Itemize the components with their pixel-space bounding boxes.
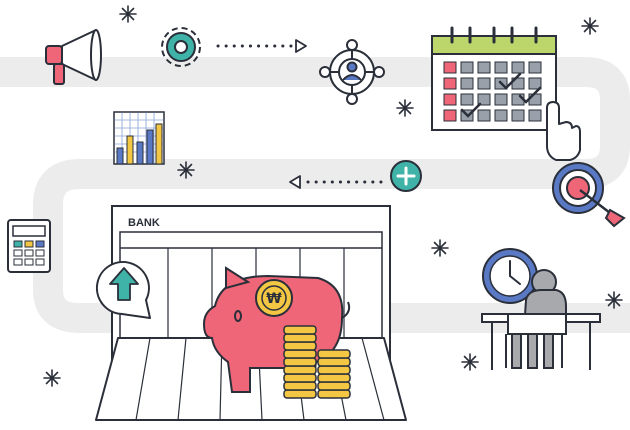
calendar-day-cell	[494, 109, 508, 122]
calendar-day-cell	[477, 61, 491, 74]
coin	[317, 381, 351, 391]
target-arrow-icon	[552, 162, 626, 228]
won-symbol: ₩	[266, 291, 282, 307]
coin	[283, 365, 317, 375]
calendar-icon	[431, 26, 557, 131]
sparkle-icon	[396, 99, 414, 117]
calendar-day-cell	[460, 93, 474, 106]
coin	[283, 389, 317, 399]
coin	[283, 333, 317, 343]
coin	[283, 373, 317, 383]
calculator-key	[35, 249, 45, 257]
coin	[317, 373, 351, 383]
calculator-key	[13, 249, 23, 257]
calculator-key	[13, 258, 23, 266]
calculator-key	[35, 240, 45, 248]
calculator-key	[24, 240, 34, 248]
megaphone-icon	[45, 29, 102, 85]
hand-pointer-icon	[546, 101, 581, 161]
calendar-day-cell	[460, 77, 474, 90]
coin	[283, 357, 317, 367]
calculator-keypad	[13, 240, 45, 266]
coin	[283, 349, 317, 359]
coin	[317, 357, 351, 367]
calendar-day-cell	[443, 77, 457, 90]
calendar-day-cell	[443, 109, 457, 122]
calendar-day-cell	[443, 61, 457, 74]
calculator-key	[24, 249, 34, 257]
calculator-icon	[7, 219, 51, 273]
sparkle-icon	[119, 5, 137, 23]
calendar-day-cell	[443, 93, 457, 106]
sparkle-icon	[605, 291, 623, 309]
coin	[283, 381, 317, 391]
sparkle-icon	[431, 239, 449, 257]
sparkle-icon	[461, 353, 479, 371]
winding-road	[0, 57, 630, 333]
sparkle-icon	[581, 17, 599, 35]
dotted-arrow-right	[216, 39, 307, 53]
sparkle-icon	[43, 369, 61, 387]
calendar-day-cell	[528, 109, 542, 122]
calendar-day-cell	[477, 109, 491, 122]
calculator-key	[35, 258, 45, 266]
calendar-day-cell	[511, 109, 525, 122]
coin	[283, 341, 317, 351]
coin-icon: ₩	[255, 279, 293, 317]
calendar-day-cell	[511, 61, 525, 74]
calendar-day-cell	[477, 77, 491, 90]
up-arrow-bubble-icon	[96, 261, 151, 319]
bar-chart-icon	[113, 111, 165, 165]
calculator-key	[24, 258, 34, 266]
calendar-day-cell	[494, 93, 508, 106]
calendar-day-cell	[494, 61, 508, 74]
calculator-key	[13, 240, 23, 248]
sparkle-icon	[177, 161, 195, 179]
bank-label: BANK	[128, 217, 160, 229]
coin	[317, 389, 351, 399]
dotted-arrow-left	[289, 175, 388, 189]
calendar-day-cell	[477, 93, 491, 106]
calendar-day-cell	[460, 61, 474, 74]
coin	[317, 349, 351, 359]
person-at-desk-icon	[481, 269, 601, 370]
coin-stack-icon	[283, 325, 351, 399]
coin	[283, 325, 317, 335]
user-target-icon	[319, 39, 385, 105]
calendar-day-cell	[528, 77, 542, 90]
plus-circle-icon	[390, 160, 422, 192]
calendar-day-cell	[528, 61, 542, 74]
gear-icon	[161, 27, 201, 67]
coin	[317, 365, 351, 375]
